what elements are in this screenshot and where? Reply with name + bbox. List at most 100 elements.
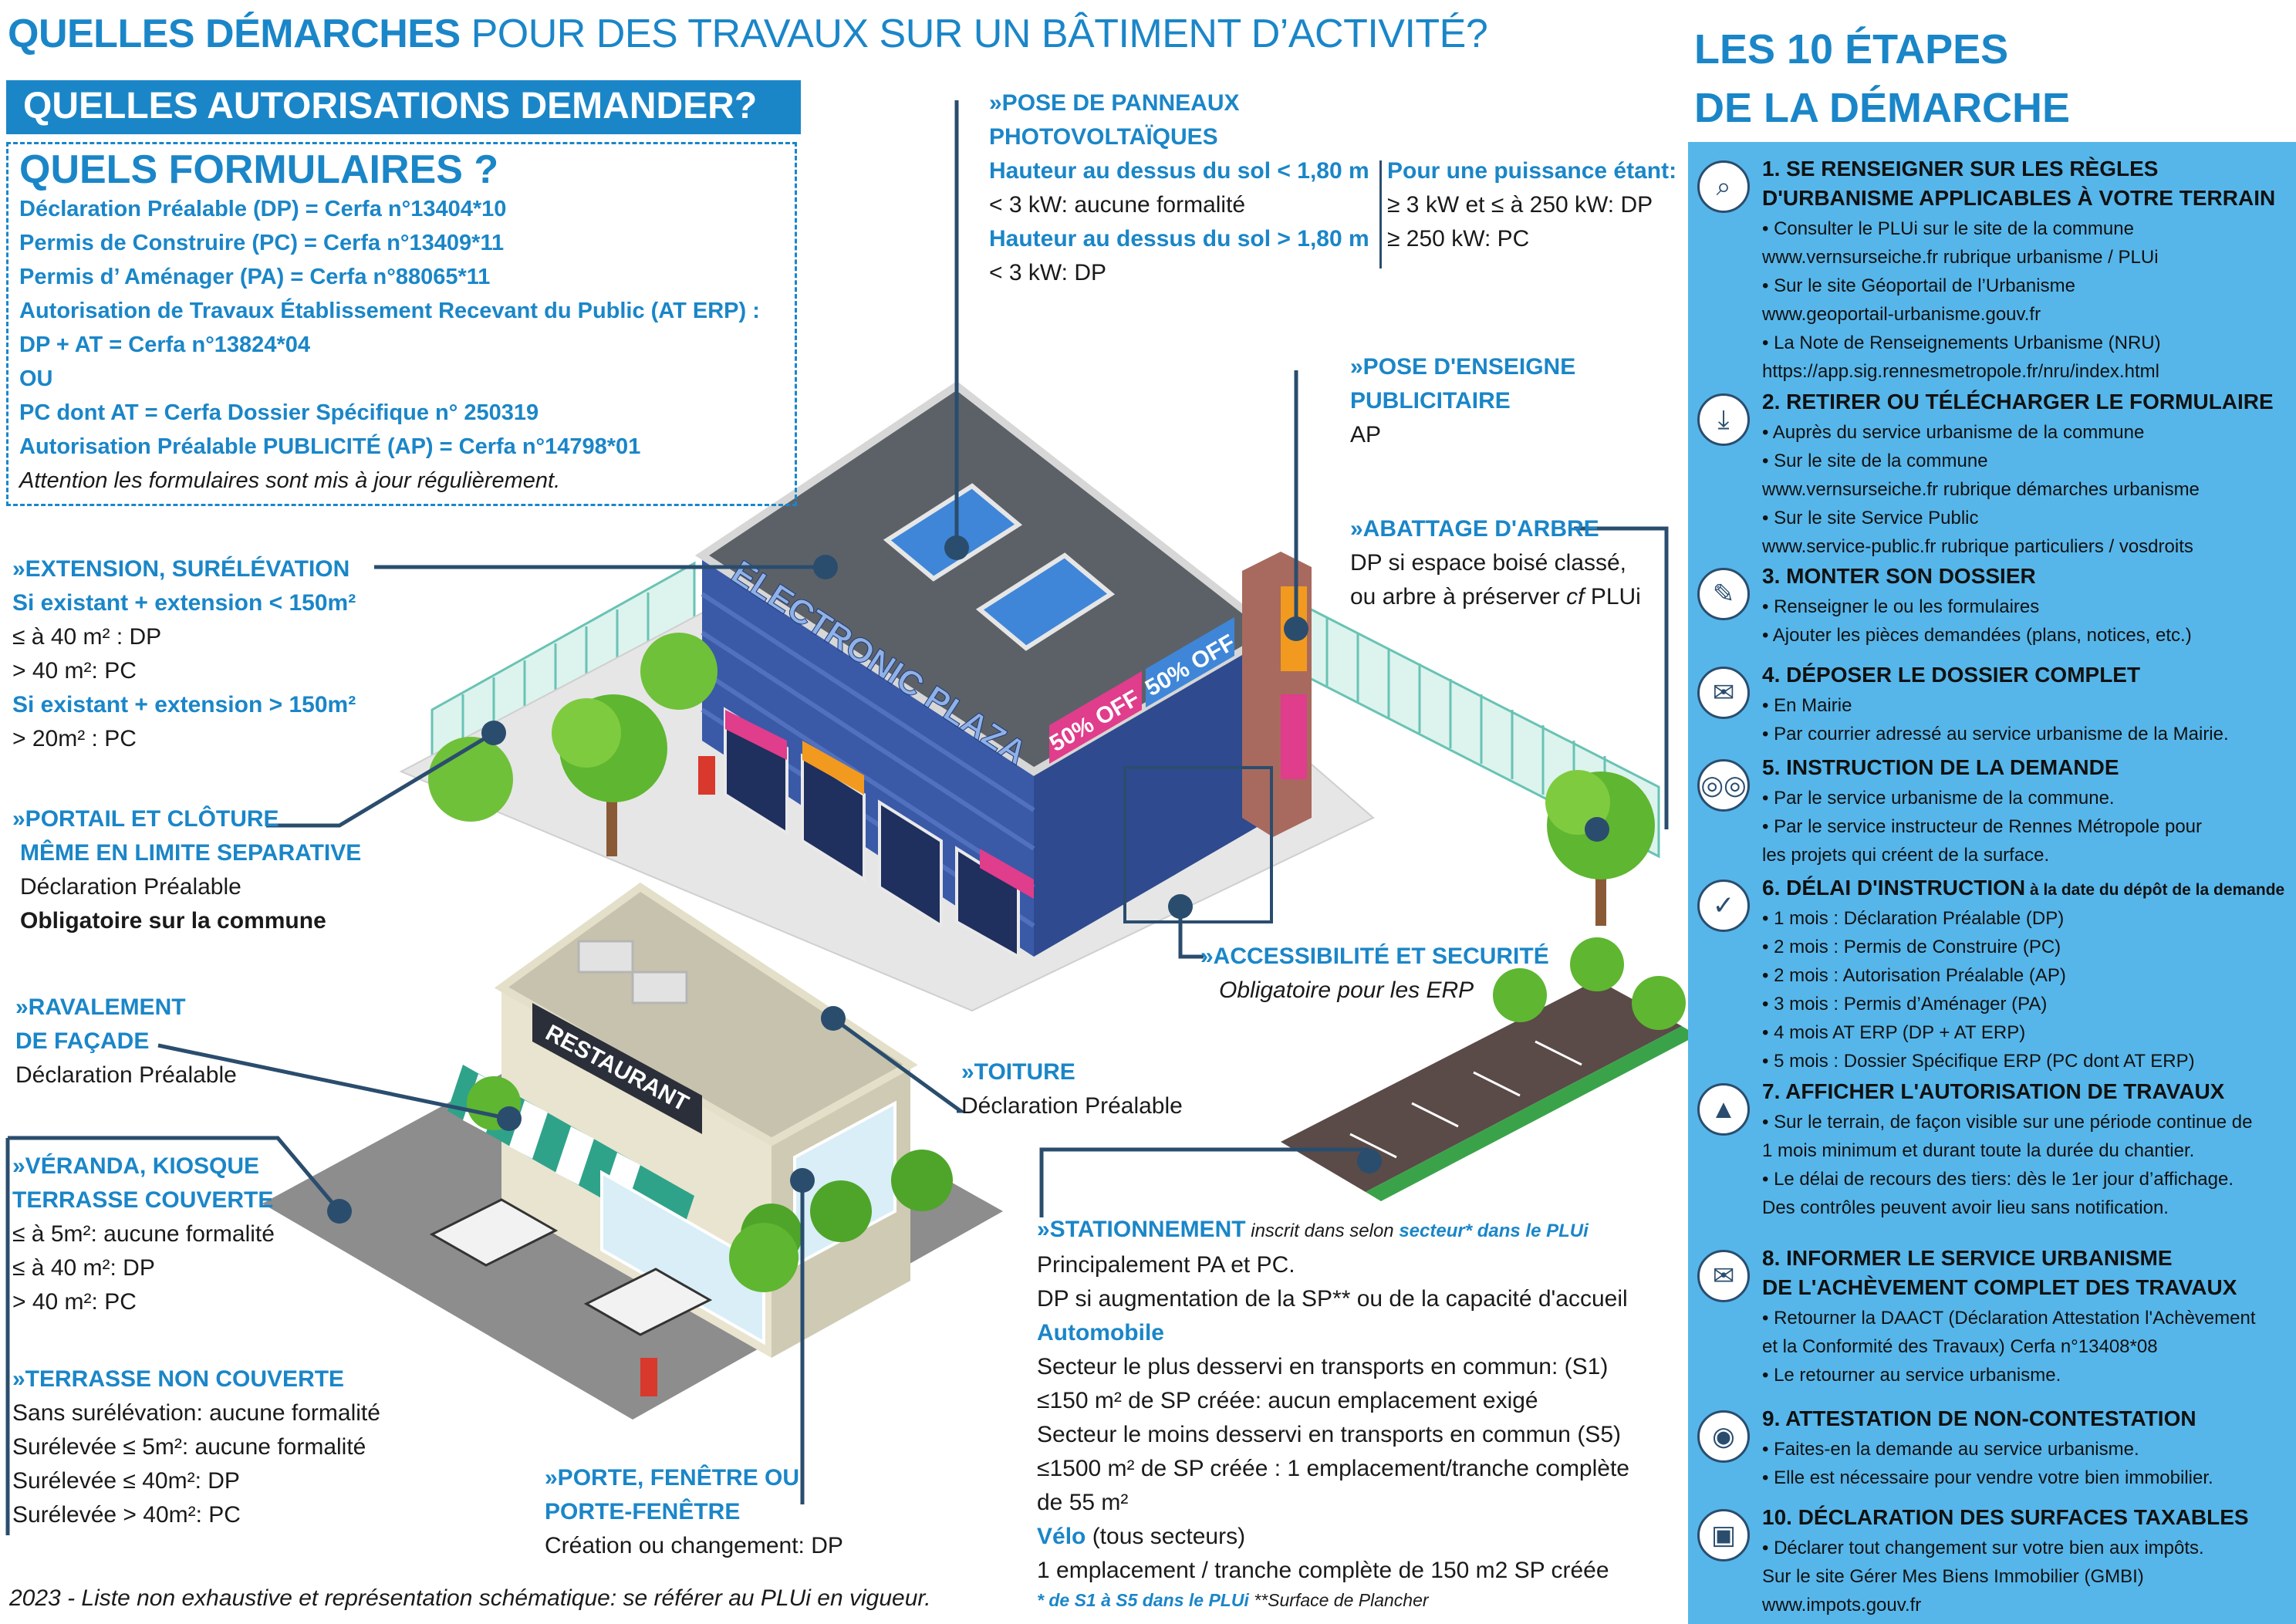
annotation-text: ou arbre à préserver cf PLUi: [1350, 580, 1641, 614]
step-body-line: • 2 mois : Permis de Construire (PC): [1762, 937, 2061, 957]
annotation-footnote: * de S1 à S5 dans le PLUi **Surface de P…: [1037, 1588, 1629, 1612]
step-body-line: • Sur le site Service Public: [1762, 508, 1979, 528]
step-body: • Faites-en la demande au service urbani…: [1762, 1435, 2213, 1492]
forms-box: QUELS FORMULAIRES ? Déclaration Préalabl…: [6, 142, 797, 506]
step-body-line: https://app.sig.rennesmetropole.fr/nru/i…: [1762, 361, 2159, 382]
annotation-title: PUBLICITAIRE: [1350, 388, 1511, 414]
annotation-subtitle: Hauteur au dessus du sol > 1,80 m: [989, 226, 1369, 252]
step-title-text: 1. SE RENSEIGNER SUR LES RÈGLES: [1762, 157, 2159, 181]
form-line: Permis d’ Aménager (PA) = Cerfa n°88065*…: [19, 265, 491, 289]
annotation-gate: »PORTAIL ET CLÔTURE MÊME EN LIMITE SEPAR…: [12, 802, 361, 938]
annotation-title-row: »STATIONNEMENT inscrit dans selon secteu…: [1037, 1213, 1629, 1248]
entrance-box: [1123, 766, 1273, 923]
annotation-title: »ACCESSIBILITÉ ET SECURITÉ: [1200, 944, 1549, 969]
annotation-title: »ABATTAGE D'ARBRE: [1350, 516, 1599, 542]
step-title: 2. RETIRER OU TÉLÉCHARGER LE FORMULAIRE: [1762, 387, 2274, 417]
annotation-tree: »ABATTAGE D'ARBRE DP si espace boisé cla…: [1350, 512, 1641, 614]
step-body-line: • Retourner la DAACT (Déclaration Attest…: [1762, 1308, 2256, 1329]
step-title-text: DE L'ACHÈVEMENT COMPLET DES TRAVAUX: [1762, 1275, 2237, 1299]
annotation-title: »EXTENSION, SURÉLÉVATION: [12, 556, 350, 582]
annotation-subtitle: Vélo: [1037, 1524, 1086, 1549]
annotation-title: »POSE DE PANNEAUX: [989, 90, 1240, 116]
annotation-text: ≤ à 5m²: aucune formalité: [12, 1221, 275, 1247]
annotation-text: ≥ 250 kW: PC: [1387, 226, 1530, 252]
step-body: • Par le service urbanisme de la commune…: [1762, 784, 2202, 869]
annotation-text: DP si augmentation de la SP** ou de la c…: [1037, 1286, 1628, 1312]
annotation-text: ≤150 m² de SP créée: aucun emplacement e…: [1037, 1388, 1538, 1413]
annotation-title: »TOITURE: [961, 1059, 1075, 1085]
annotation-note: inscrit dans selon: [1245, 1221, 1400, 1241]
annotation-subtitle: Automobile: [1037, 1320, 1164, 1345]
annotation-note: secteur* dans le PLUi: [1399, 1221, 1589, 1241]
annotation-parking: »STATIONNEMENT inscrit dans selon secteu…: [1037, 1213, 1629, 1612]
annotation-text: Déclaration Préalable: [20, 874, 241, 900]
hydrant: [698, 756, 715, 795]
annotation-extension: »EXTENSION, SURÉLÉVATION Si existant + e…: [12, 552, 356, 756]
step-body-line: les projets qui créent de la surface.: [1762, 845, 2050, 866]
step-title: 5. INSTRUCTION DE LA DEMANDE: [1762, 753, 2119, 782]
annotation-door-window: »PORTE, FENÊTRE OU PORTE-FENÊTRE Créatio…: [545, 1461, 843, 1563]
form-line: Autorisation Préalable PUBLICITÉ (AP) = …: [19, 434, 641, 459]
text-part: cf: [1566, 584, 1585, 609]
step-body: • En Mairie• Par courrier adressé au ser…: [1762, 691, 2229, 748]
step-title-text: 10. DÉCLARATION DES SURFACES TAXABLES: [1762, 1505, 2249, 1529]
annotation-text: > 40 m²: PC: [12, 1289, 137, 1315]
step-body: • Consulter le PLUi sur le site de la co…: [1762, 214, 2161, 386]
step-body-line: www.impots.gouv.fr: [1762, 1595, 1922, 1616]
annotation-text: ≤1500 m² de SP créée : 1 emplacement/tra…: [1037, 1456, 1629, 1481]
footnote-part: * de S1 à S5 dans le PLUi: [1037, 1590, 1249, 1610]
annotation-text: Obligatoire pour les ERP: [1219, 977, 1474, 1003]
annotation-text: Surélevée ≤ 5m²: aucune formalité: [12, 1434, 366, 1460]
annotation-title: MÊME EN LIMITE SEPARATIVE: [20, 840, 362, 866]
annotation-text: < 3 kW: aucune formalité: [989, 192, 1246, 218]
annotation-title: PHOTOVOLTAÏQUES: [989, 124, 1218, 150]
step-title: 9. ATTESTATION DE NON-CONTESTATION: [1762, 1404, 2196, 1433]
parking-lot: [1281, 937, 1697, 1201]
step-body-line: • Par le service instructeur de Rennes M…: [1762, 816, 2203, 837]
text-part: ou arbre à préserver: [1350, 584, 1567, 609]
annotation-solar-panels: »POSE DE PANNEAUX PHOTOVOLTAÏQUES Hauteu…: [989, 86, 1369, 290]
annotation-title: »TERRASSE NON COUVERTE: [12, 1366, 345, 1392]
check-icon: ✓: [1697, 880, 1750, 932]
forms-note: Attention les formulaires sont mis à jou…: [19, 468, 561, 493]
step-body-line: • 1 mois : Déclaration Préalable (DP): [1762, 908, 2065, 929]
annotation-text: Secteur le moins desservi en transports …: [1037, 1422, 1621, 1447]
step-title: 7. AFFICHER L'AUTORISATION DE TRAVAUX: [1762, 1077, 2224, 1106]
authorisations-banner: QUELLES AUTORISATIONS DEMANDER?: [6, 80, 801, 134]
annotation-title: »VÉRANDA, KIOSQUE: [12, 1153, 260, 1179]
annotation-text: AP: [1350, 422, 1382, 447]
leader-dots: [327, 535, 1609, 1224]
restaurant-sign: [532, 1003, 702, 1134]
step-title-text: 2. RETIRER OU TÉLÉCHARGER LE FORMULAIRE: [1762, 390, 2274, 414]
annotation-text: Déclaration Préalable: [15, 1062, 237, 1088]
step-body: • 1 mois : Déclaration Préalable (DP) • 2…: [1762, 904, 2195, 1075]
step-body-line: 1 mois minimum et durant toute la durée …: [1762, 1140, 2195, 1161]
hydrant-restaurant: [640, 1358, 657, 1396]
pen-icon: ✎: [1697, 568, 1750, 620]
annotation-title: »STATIONNEMENT: [1037, 1217, 1246, 1242]
step-body-line: • Renseigner le ou les formulaires: [1762, 596, 2040, 617]
step-body-line: • Auprès du service urbanisme de la comm…: [1762, 422, 2145, 443]
step-body-line: • 4 mois AT ERP (DP + AT ERP): [1762, 1022, 2026, 1043]
step-title-note: à la date du dépôt de la demande: [2025, 881, 2285, 899]
step-title: 6. DÉLAI D'INSTRUCTION à la date du dépô…: [1762, 873, 2284, 905]
step-body-line: • Déclarer tout changement sur votre bie…: [1762, 1538, 2204, 1558]
form-line: DP + AT = Cerfa n°13824*04: [19, 333, 310, 357]
footnote-part: **Surface de Plancher: [1248, 1590, 1429, 1610]
plaza-left-wall: [702, 555, 1034, 957]
download-icon: ⤓: [1697, 393, 1750, 446]
step-body-line: • 2 mois : Autorisation Préalable (AP): [1762, 965, 2066, 986]
terrace-tables: [429, 1198, 713, 1336]
leader-lines: [5, 100, 1669, 1535]
annotation-text: Création ou changement: DP: [545, 1533, 843, 1558]
step-title-text: 5. INSTRUCTION DE LA DEMANDE: [1762, 755, 2119, 779]
annotation-facade: »RAVALEMENT DE FAÇADE Déclaration Préala…: [15, 991, 237, 1092]
magnifier-icon: ⌕: [1697, 160, 1750, 213]
text-part: PLUi: [1584, 584, 1641, 609]
roof-units: [577, 940, 688, 1004]
step-body-line: www.vernsurseiche.fr rubrique démarches …: [1762, 479, 2200, 500]
step-body-line: • Le retourner au service urbanisme.: [1762, 1365, 2061, 1386]
step-body-line: Sur le site Gérer Mes Biens Immobilier (…: [1762, 1566, 2144, 1587]
step-body-line: et la Conformité des Travaux) Cerfa n°13…: [1762, 1336, 2158, 1357]
